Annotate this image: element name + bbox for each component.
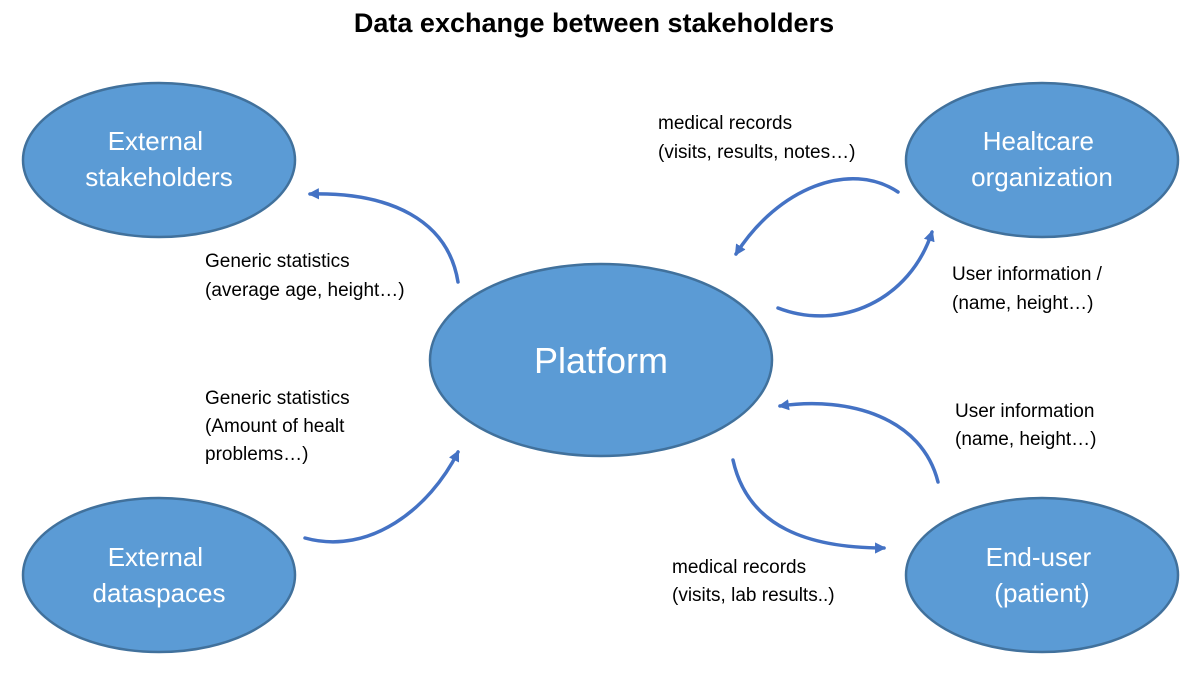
edge-label-line: (average age, height…) [205, 280, 405, 301]
arrow-healthcare-to-platform [734, 177, 900, 256]
svg-text:External stakeholders: External stakeholders [85, 126, 232, 192]
edge-label-line: Generic statistics [205, 251, 350, 272]
node-external-stakeholders: External stakeholders [21, 81, 297, 239]
edge-label-line: (name, height…) [952, 293, 1094, 314]
svg-text:End-user (patient): End-user (patient) [986, 542, 1099, 608]
node-label-line: External [108, 126, 203, 156]
arrow-end-user-to-platform [777, 399, 940, 484]
node-label-line: dataspaces [93, 578, 226, 608]
node-label-line: Healtcare [983, 126, 1094, 156]
arrow-external-dataspaces-to-platform [303, 449, 460, 544]
edge-label-line: (visits, results, notes…) [658, 142, 855, 163]
arrow-platform-to-end-user [731, 458, 887, 554]
edge-label-to-healthcare: User information / (name, height…) [952, 264, 1107, 314]
edge-label-from-end-user: User information (name, height…) [955, 401, 1100, 450]
edge-label-line: Generic statistics [205, 388, 350, 409]
edge-label-line: User information / [952, 264, 1103, 285]
node-healthcare-organization: Healtcare organization [904, 81, 1180, 239]
edge-label-from-external-dataspaces: Generic statistics (Amount of healt prob… [205, 388, 355, 465]
node-external-dataspaces: External dataspaces [21, 496, 297, 654]
edge-label-line: (name, height…) [955, 429, 1097, 450]
edge-label-to-end-user: medical records (visits, lab results..) [672, 557, 835, 606]
svg-text:Healtcare organization: Healtcare organization [971, 126, 1113, 192]
arrow-platform-to-external-stakeholders [307, 188, 460, 284]
edge-label-line: (Amount of healt [205, 416, 345, 437]
edge-label-line: problems…) [205, 444, 308, 465]
node-end-user: End-user (patient) [904, 496, 1180, 654]
node-label-line: End-user [986, 542, 1092, 572]
arrow-platform-to-healthcare [776, 229, 935, 318]
edge-label-from-healthcare: medical records (visits, results, notes…… [658, 113, 855, 163]
svg-text:External dataspaces: External dataspaces [93, 542, 226, 608]
edge-label-to-external-stakeholders: Generic statistics (average age, height…… [205, 251, 405, 301]
edge-label-line: medical records [658, 113, 792, 134]
edge-label-line: (visits, lab results..) [672, 585, 835, 606]
node-label-line: Platform [534, 340, 668, 381]
node-label-line: stakeholders [85, 162, 232, 192]
diagram-title: Data exchange between stakeholders [354, 8, 834, 38]
node-label-line: organization [971, 162, 1113, 192]
node-label-line: (patient) [994, 578, 1089, 608]
edge-label-line: medical records [672, 557, 806, 578]
edge-label-line: User information [955, 401, 1094, 422]
node-label-line: External [108, 542, 203, 572]
node-platform: Platform [428, 262, 774, 458]
